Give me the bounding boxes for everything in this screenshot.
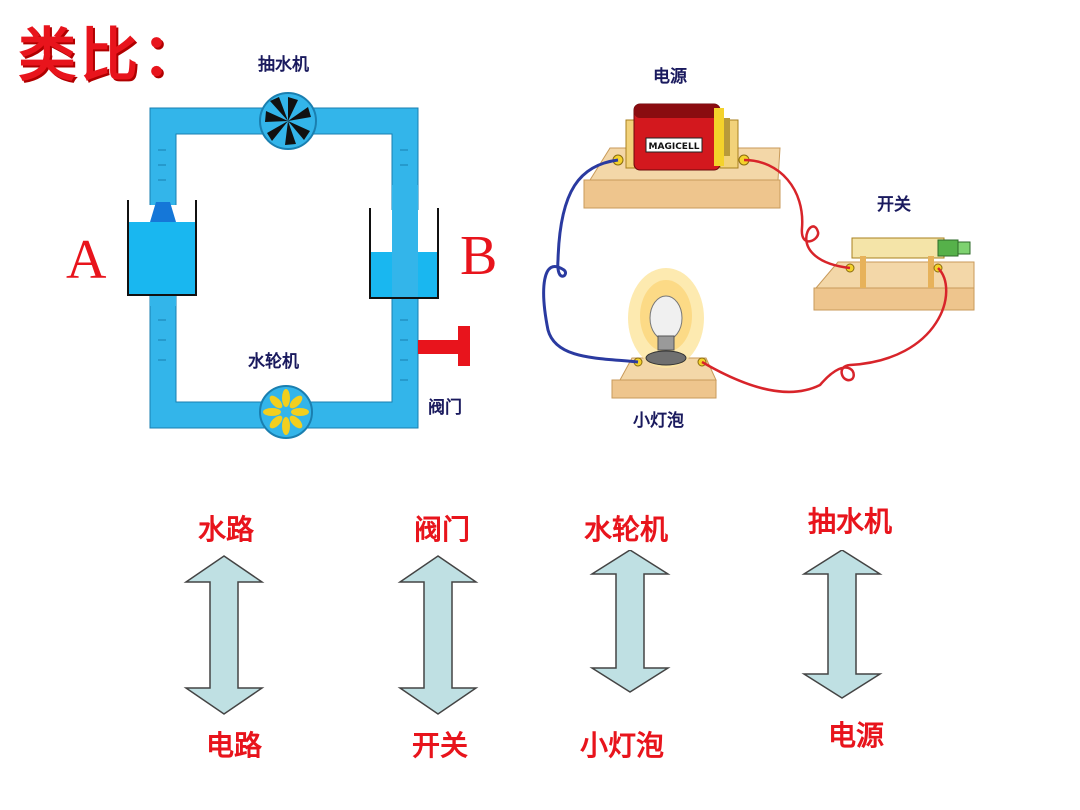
analogy-top-2: 阀门 [413, 513, 470, 546]
analogy-arrows [183, 550, 883, 715]
tank-b [369, 185, 439, 299]
analogy-top-1: 水路 [197, 513, 254, 546]
bulb-holder [611, 357, 717, 399]
page-title: 类比： [18, 21, 205, 89]
analogy-top-4: 抽水机 [807, 505, 892, 538]
red-wire-bottom [701, 267, 948, 394]
double-arrow-4 [801, 550, 883, 699]
double-arrow-2 [397, 555, 479, 715]
double-arrow-1 [183, 555, 265, 715]
battery-brand: MAGICELL [649, 142, 700, 152]
water-circuit-diagram [127, 92, 470, 439]
analogy-bottom-4: 电源 [827, 719, 884, 752]
red-wire-top [743, 158, 851, 270]
pump-icon [259, 92, 317, 150]
blue-wire [542, 158, 639, 364]
battery-label: 电源 [653, 67, 687, 87]
analogy-bottom-2: 开关 [411, 729, 468, 762]
tank-a [127, 200, 197, 306]
analogy-bottom-1: 电路 [205, 729, 262, 762]
tank-a-label: A [66, 229, 107, 291]
turbine-label: 水轮机 [248, 352, 299, 372]
double-arrow-3 [589, 550, 671, 693]
analogy-top-3: 水轮机 [583, 513, 668, 546]
battery-icon: MAGICELL [625, 103, 739, 171]
bulb-icon [628, 268, 704, 368]
turbine-icon [259, 385, 313, 439]
switch-icon [813, 237, 975, 311]
electric-circuit-diagram: MAGICELL [542, 103, 975, 399]
bulb-label: 小灯泡 [633, 411, 684, 431]
switch-label: 开关 [877, 195, 911, 215]
tank-b-label: B [460, 225, 498, 287]
pump-label: 抽水机 [258, 55, 309, 75]
valve-label: 阀门 [428, 398, 462, 418]
analogy-bottom-3: 小灯泡 [579, 729, 664, 762]
valve-icon [418, 326, 470, 366]
